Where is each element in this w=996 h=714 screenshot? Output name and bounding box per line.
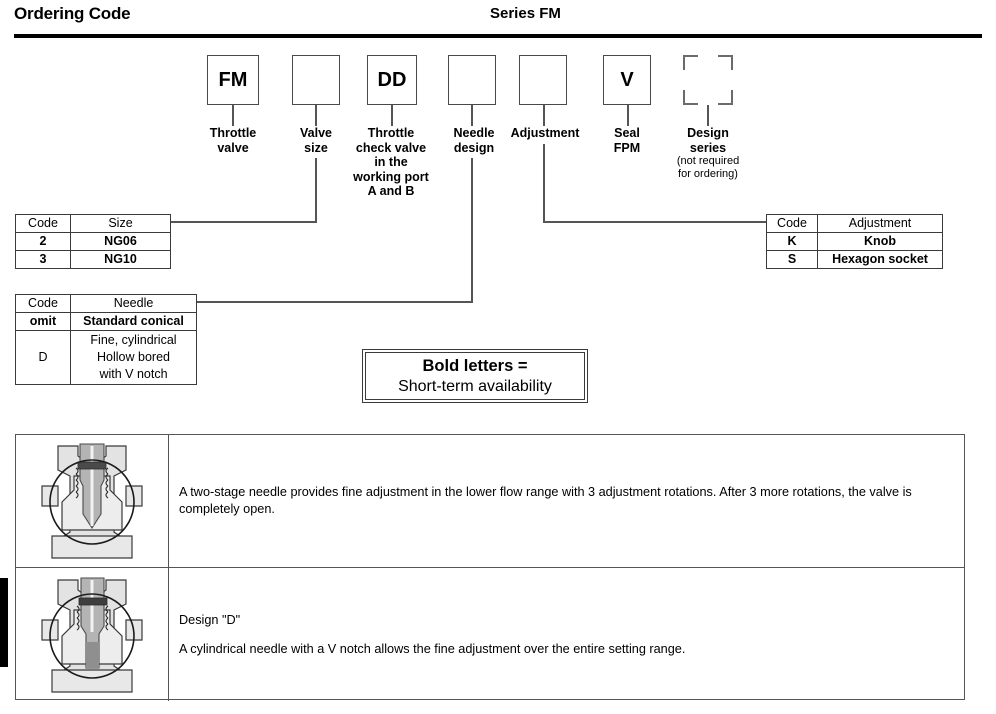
table-row: omit Standard conical xyxy=(15,312,197,331)
valve-section-figure-standard xyxy=(16,435,169,567)
needle-table: Code Needle omit Standard conical D Fine… xyxy=(15,294,197,385)
bracket-corner-bottom-right-icon xyxy=(718,90,733,105)
connector-needle-design-to-needle-table xyxy=(196,301,472,303)
description-paragraph: A two-stage needle provides fine adjustm… xyxy=(179,485,912,516)
connector-design-series xyxy=(707,105,709,126)
description-paragraph: Design "D" xyxy=(179,612,241,627)
cylindrical-needle-v-notch-valve-section-drawing-icon xyxy=(41,576,143,693)
connector-throttle-valve xyxy=(232,105,234,126)
connector-seal-fpm xyxy=(627,105,629,126)
code-label-text: Valve size xyxy=(300,126,332,155)
table-row: D Fine, cylindrical Hollow bored with V … xyxy=(15,330,197,385)
bold-letters-note-inner: Bold letters = Short-term availability xyxy=(365,352,585,400)
description-text: A two-stage needle provides fine adjustm… xyxy=(169,435,964,567)
needle-table-cell-code: D xyxy=(15,330,71,385)
needle-table-header-code: Code xyxy=(15,294,71,313)
header-divider xyxy=(14,34,982,38)
connector-adjustment-down xyxy=(543,144,545,222)
needle-table-cell-needle: Fine, cylindrical Hollow bored with V no… xyxy=(70,330,197,385)
description-text: Design "D" A cylindrical needle with a V… xyxy=(169,568,964,701)
page-edge-tab xyxy=(0,578,8,667)
adjustment-table-header-code: Code xyxy=(766,214,818,233)
code-label-seal-fpm: Seal FPM xyxy=(596,126,658,155)
adjustment-table-cell-adjustment: Hexagon socket xyxy=(817,250,943,269)
connector-needle-design-down xyxy=(471,158,473,303)
bracket-corner-top-right-icon xyxy=(718,55,733,70)
adjustment-table-cell-code: S xyxy=(766,250,818,269)
valve-section-figure-design-d xyxy=(16,568,169,701)
table-row: 2 NG06 xyxy=(15,232,171,251)
code-label-throttle-valve: Throttle valve xyxy=(182,126,284,155)
adjustment-table-cell-code: K xyxy=(766,232,818,251)
description-table: A two-stage needle provides fine adjustm… xyxy=(15,434,965,701)
description-row: Design "D" A cylindrical needle with a V… xyxy=(16,568,964,701)
code-label-text: Throttle check valve in the working port… xyxy=(353,126,429,198)
bold-letters-note-line2: Short-term availability xyxy=(398,377,552,395)
size-table-header-code: Code xyxy=(15,214,71,233)
table-header-row: Code Adjustment xyxy=(766,214,943,233)
connector-throttle-check xyxy=(391,105,393,126)
connector-valve-size-down xyxy=(315,158,317,223)
table-row: S Hexagon socket xyxy=(766,250,943,269)
connector-valve-size-to-size-table xyxy=(170,221,317,223)
connector-valve-size-top xyxy=(315,105,317,126)
connector-adjustment-to-adjustment-table xyxy=(543,221,767,223)
code-label-design-series: Design series (not required for ordering… xyxy=(663,126,753,181)
connector-adjustment-top xyxy=(543,105,545,126)
description-paragraph: A cylindrical needle with a V notch allo… xyxy=(179,641,686,656)
description-row: A two-stage needle provides fine adjustm… xyxy=(16,435,964,568)
table-row: K Knob xyxy=(766,232,943,251)
code-label-throttle-check-valve: Throttle check valve in the working port… xyxy=(334,126,448,199)
code-label-text: Seal FPM xyxy=(613,126,641,155)
size-table-cell-size: NG10 xyxy=(70,250,171,269)
bold-letters-note-line1: Bold letters = xyxy=(422,356,528,375)
code-box-valve-size[interactable] xyxy=(292,55,340,105)
page-title: Ordering Code xyxy=(14,4,131,23)
code-box-throttle-valve[interactable]: FM xyxy=(207,55,259,105)
table-header-row: Code Needle xyxy=(15,294,197,313)
code-box-design-series[interactable] xyxy=(683,55,733,105)
code-label-text: Throttle valve xyxy=(209,126,257,155)
code-box-value: FM xyxy=(218,68,248,91)
connector-needle-design-top xyxy=(471,105,473,126)
size-table-cell-code: 3 xyxy=(15,250,71,269)
bracket-corner-bottom-left-icon xyxy=(683,90,698,105)
code-box-value: DD xyxy=(377,68,407,91)
needle-table-cell-needle: Standard conical xyxy=(70,312,197,331)
code-label-needle-design: Needle design xyxy=(440,126,508,155)
size-table-header-size: Size xyxy=(70,214,171,233)
adjustment-table-header-adjustment: Adjustment xyxy=(817,214,943,233)
table-row: 3 NG10 xyxy=(15,250,171,269)
code-label-text: Design series xyxy=(687,126,729,155)
two-stage-needle-valve-section-drawing-icon xyxy=(41,443,143,559)
code-label-text: Adjustment xyxy=(510,126,580,140)
bracket-corner-top-left-icon xyxy=(683,55,698,70)
size-table: Code Size 2 NG06 3 NG10 xyxy=(15,214,171,269)
bold-letters-note: Bold letters = Short-term availability xyxy=(362,349,588,403)
size-table-cell-code: 2 xyxy=(15,232,71,251)
code-box-value: V xyxy=(620,68,634,91)
code-box-seal-fpm[interactable]: V xyxy=(603,55,651,105)
adjustment-table: Code Adjustment K Knob S Hexagon socket xyxy=(766,214,943,269)
code-label-text: Needle design xyxy=(453,126,495,155)
size-table-cell-size: NG06 xyxy=(70,232,171,251)
table-header-row: Code Size xyxy=(15,214,171,233)
code-label-sublabel: (not required for ordering) xyxy=(676,155,740,180)
needle-table-cell-code: omit xyxy=(15,312,71,331)
code-box-needle-design[interactable] xyxy=(448,55,496,105)
needle-table-header-needle: Needle xyxy=(70,294,197,313)
code-label-valve-size: Valve size xyxy=(278,126,354,155)
code-label-adjustment: Adjustment xyxy=(500,126,590,141)
series-title: Series FM xyxy=(490,5,561,22)
code-box-throttle-check-valve[interactable]: DD xyxy=(367,55,417,105)
code-box-adjustment[interactable] xyxy=(519,55,567,105)
adjustment-table-cell-adjustment: Knob xyxy=(817,232,943,251)
